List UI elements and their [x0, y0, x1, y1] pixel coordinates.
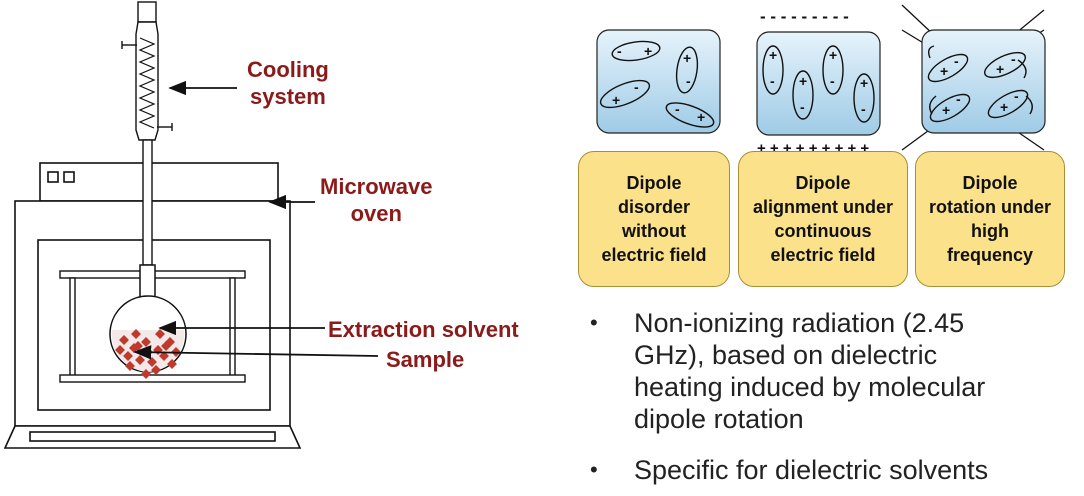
card-dipole-rotation-text: Dipole rotation under high frequency [929, 173, 1051, 265]
microwave-oven-label: Microwave oven [320, 174, 433, 226]
dipole-charge-12: - [800, 99, 805, 115]
sample-particle [161, 341, 171, 351]
card-dipole-rotation: Dipole rotation under high frequency [915, 151, 1065, 287]
card-dipole-alignment: Dipole alignment under continuous electr… [738, 151, 908, 287]
dipole-charge-22: - [956, 91, 961, 107]
dipole-charge-23: + [1000, 99, 1008, 115]
dipole-charge-7: - [675, 101, 680, 117]
dipole-panel-rotation: +- +- +- +- [901, 4, 1046, 151]
rack-bottom-bar [59, 374, 246, 383]
dipole-panel-disorder: -+ +- +- -+ [596, 29, 721, 134]
sample-particle [151, 365, 161, 375]
panel-disorder-charges: -+ +- +- -+ [612, 43, 705, 125]
flask-neck [139, 264, 156, 298]
dipole-charge-6: - [634, 79, 639, 95]
dipole-charge-19: + [996, 61, 1004, 77]
card-dipole-disorder: Dipole disorder without electric field [578, 151, 730, 287]
dipole-charge-5: + [612, 92, 620, 108]
dipole-charge-13: + [829, 47, 837, 63]
card-dipole-alignment-text: Dipole alignment under continuous electr… [752, 173, 893, 265]
sample-label: Sample [386, 347, 465, 372]
dipole-charge-24: - [1014, 88, 1019, 104]
dipole-charge-9: + [769, 47, 777, 63]
sample-particle [131, 329, 141, 339]
dipole-charge-1: - [617, 43, 622, 59]
bullet-text-1: Non-ionizing radiation (2.45 GHz), based… [634, 308, 986, 434]
oven-base-slot [29, 431, 276, 442]
dipole-charge-15: + [860, 75, 868, 91]
condenser-tube [142, 139, 153, 266]
rack-left-post [69, 277, 76, 379]
sample-arrow [133, 345, 379, 360]
panel-disorder-box [596, 29, 721, 134]
dipole-charge-20: - [1011, 51, 1016, 67]
dipole-charge-3: + [683, 50, 691, 66]
dipole-charge-21: + [942, 102, 950, 118]
bullet-marker-1: • [590, 310, 598, 335]
sample-particle [141, 369, 151, 379]
dipole-charge-18: - [954, 53, 959, 69]
oven-indicator-2 [63, 171, 75, 183]
card-dipole-disorder-text: Dipole disorder without electric field [601, 173, 707, 265]
bullet-text-2: Specific for dielectric solvents [634, 455, 989, 485]
dipole-charge-4: - [686, 73, 691, 89]
dipole-charge-2: + [644, 43, 652, 59]
extraction-solvent-label: Extraction solvent [328, 317, 519, 342]
minus-row: - - - - - - - - - [760, 7, 849, 26]
cooling-system-label: Cooling system [247, 57, 329, 109]
dipole-charge-17: + [940, 63, 948, 79]
label-arrows [133, 80, 379, 360]
condenser [121, 1, 173, 266]
sample-particle [167, 359, 177, 369]
panel-alignment-box [756, 31, 881, 136]
sample-particle [141, 337, 151, 347]
dipole-charge-11: + [799, 73, 807, 89]
panel-rotation-charges: +- +- +- +- [940, 51, 1019, 118]
sample-particle [159, 351, 169, 361]
bullet-marker-2: • [590, 457, 598, 482]
oven-top-panel [39, 162, 279, 202]
condenser-coil [138, 37, 156, 129]
oven-indicator-1 [47, 171, 59, 183]
panel-alignment-charges: + - + - + - + - [769, 47, 868, 117]
condenser-top-joint [137, 1, 157, 23]
dipole-charge-8: + [697, 109, 705, 125]
dipole-charge-14: - [830, 73, 835, 89]
dipole-panel-alignment: - - - - - - - - - +- +- +- +- + + + + + … [756, 7, 881, 157]
sample-particle [147, 357, 157, 367]
dipole-charge-16: - [861, 101, 866, 117]
dipole-charge-10: - [770, 73, 775, 89]
